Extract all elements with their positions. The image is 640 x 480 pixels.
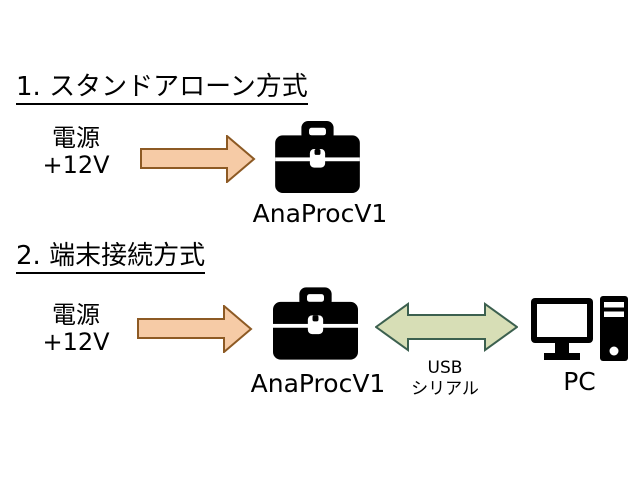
section1-heading-text: 1. スタンドアローン方式 [16, 72, 308, 105]
pc-label: PC [563, 367, 596, 396]
power-label-2: 電源 +12V [36, 302, 116, 356]
power-label-1: 電源 +12V [36, 125, 116, 179]
power-label-2-line1: 電源 [52, 301, 100, 329]
briefcase-icon [275, 121, 360, 193]
power-label-2-line2: +12V [42, 328, 110, 356]
device-label-2: AnaProcV1 [250, 369, 386, 398]
section2-heading-text: 2. 端末接続方式 [16, 241, 206, 274]
desktop-pc-icon [531, 296, 628, 361]
usb-serial-label: USB シリアル [410, 358, 480, 400]
section1-heading: 1. スタンドアローン方式 [16, 72, 308, 105]
power-label-1-line1: 電源 [52, 124, 100, 152]
usb-serial-label-line2: シリアル [411, 379, 479, 399]
double-headed-arrow-icon [375, 302, 518, 352]
section2-heading: 2. 端末接続方式 [16, 241, 206, 274]
device-label-1: AnaProcV1 [252, 199, 388, 228]
right-arrow-icon [137, 305, 253, 353]
briefcase-icon [273, 287, 358, 360]
usb-serial-label-line1: USB [427, 358, 463, 378]
power-label-1-line2: +12V [42, 151, 110, 179]
right-arrow-icon [140, 135, 256, 183]
